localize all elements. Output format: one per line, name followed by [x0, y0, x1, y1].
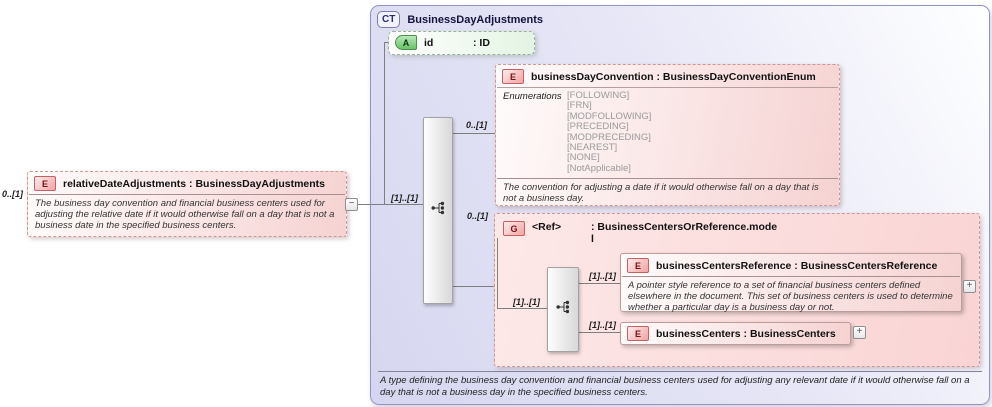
element-business-day-convention[interactable]: E businessDayConvention : BusinessDayCon…: [495, 64, 840, 206]
connector-line: [451, 133, 495, 134]
attribute-name: id: [424, 36, 434, 49]
element-badge: E: [627, 258, 649, 273]
enumerations-label: Enumerations: [503, 91, 562, 102]
element-title: businessCenters : BusinessCenters: [656, 327, 836, 340]
connector-line: [497, 238, 498, 308]
occurrence-label: 0..[1]: [2, 189, 24, 199]
complex-type-header: CT BusinessDayAdjustments: [371, 6, 989, 28]
connector-line: [577, 283, 620, 284]
element-title: businessCentersReference : BusinessCente…: [656, 259, 938, 272]
complex-type-title: BusinessDayAdjustments: [407, 13, 544, 26]
complex-type-annotation: A type defining the business day convent…: [378, 371, 982, 400]
connector-line: [384, 42, 389, 43]
element-badge: E: [627, 326, 649, 341]
occurrence-label: [1]..[1]: [589, 271, 616, 281]
sequence-icon: [555, 299, 571, 320]
connector-line: [356, 204, 423, 205]
element-business-centers-reference[interactable]: E businessCentersReference : BusinessCen…: [620, 253, 962, 313]
occurrence-label: [1]..[1]: [513, 297, 540, 307]
group-type: : BusinessCentersOrReference.mode l: [591, 221, 778, 245]
element-annotation: The business day convention and financia…: [29, 194, 345, 236]
element-annotation: A pointer style reference to a set of fi…: [622, 276, 960, 318]
element-business-centers[interactable]: E businessCenters : BusinessCenters: [620, 322, 851, 345]
element-badge: E: [502, 69, 524, 84]
sequence-compositor[interactable]: [547, 267, 579, 352]
occurrence-label: [1]..[1]: [391, 193, 418, 203]
attribute-badge: A: [395, 35, 417, 50]
complex-type-badge: CT: [377, 11, 401, 28]
element-annotation: The convention for adjusting a date if i…: [497, 178, 838, 208]
occurrence-label: 0..[1]: [466, 120, 488, 130]
attribute-id[interactable]: A id : ID: [388, 31, 535, 55]
occurrence-label: 0..[1]: [467, 211, 489, 221]
group-name: <Ref>: [532, 221, 562, 233]
connector-line: [577, 332, 620, 333]
connector-line: [497, 308, 547, 309]
element-badge: E: [34, 176, 56, 191]
element-title: relativeDateAdjustments : BusinessDayAdj…: [63, 177, 325, 190]
collapse-icon[interactable]: −: [345, 198, 358, 211]
connector-line: [451, 286, 494, 287]
sequence-icon: [430, 200, 446, 221]
enumerations-section: Enumerations [FOLLOWING] [FRN] [MODFOLLO…: [497, 87, 838, 178]
expand-icon[interactable]: +: [963, 280, 976, 293]
enumeration-values: [FOLLOWING] [FRN] [MODFOLLOWING] [PRECED…: [567, 90, 652, 174]
occurrence-label: [1]..[1]: [589, 320, 616, 330]
sequence-compositor[interactable]: [423, 117, 453, 304]
connector-line: [384, 42, 385, 204]
attribute-type: : ID: [473, 36, 490, 49]
group-badge: G: [503, 221, 525, 236]
element-title: businessDayConvention : BusinessDayConve…: [531, 70, 816, 83]
expand-icon[interactable]: +: [853, 326, 866, 339]
element-relative-date-adjustments[interactable]: E relativeDateAdjustments : BusinessDayA…: [27, 171, 347, 237]
